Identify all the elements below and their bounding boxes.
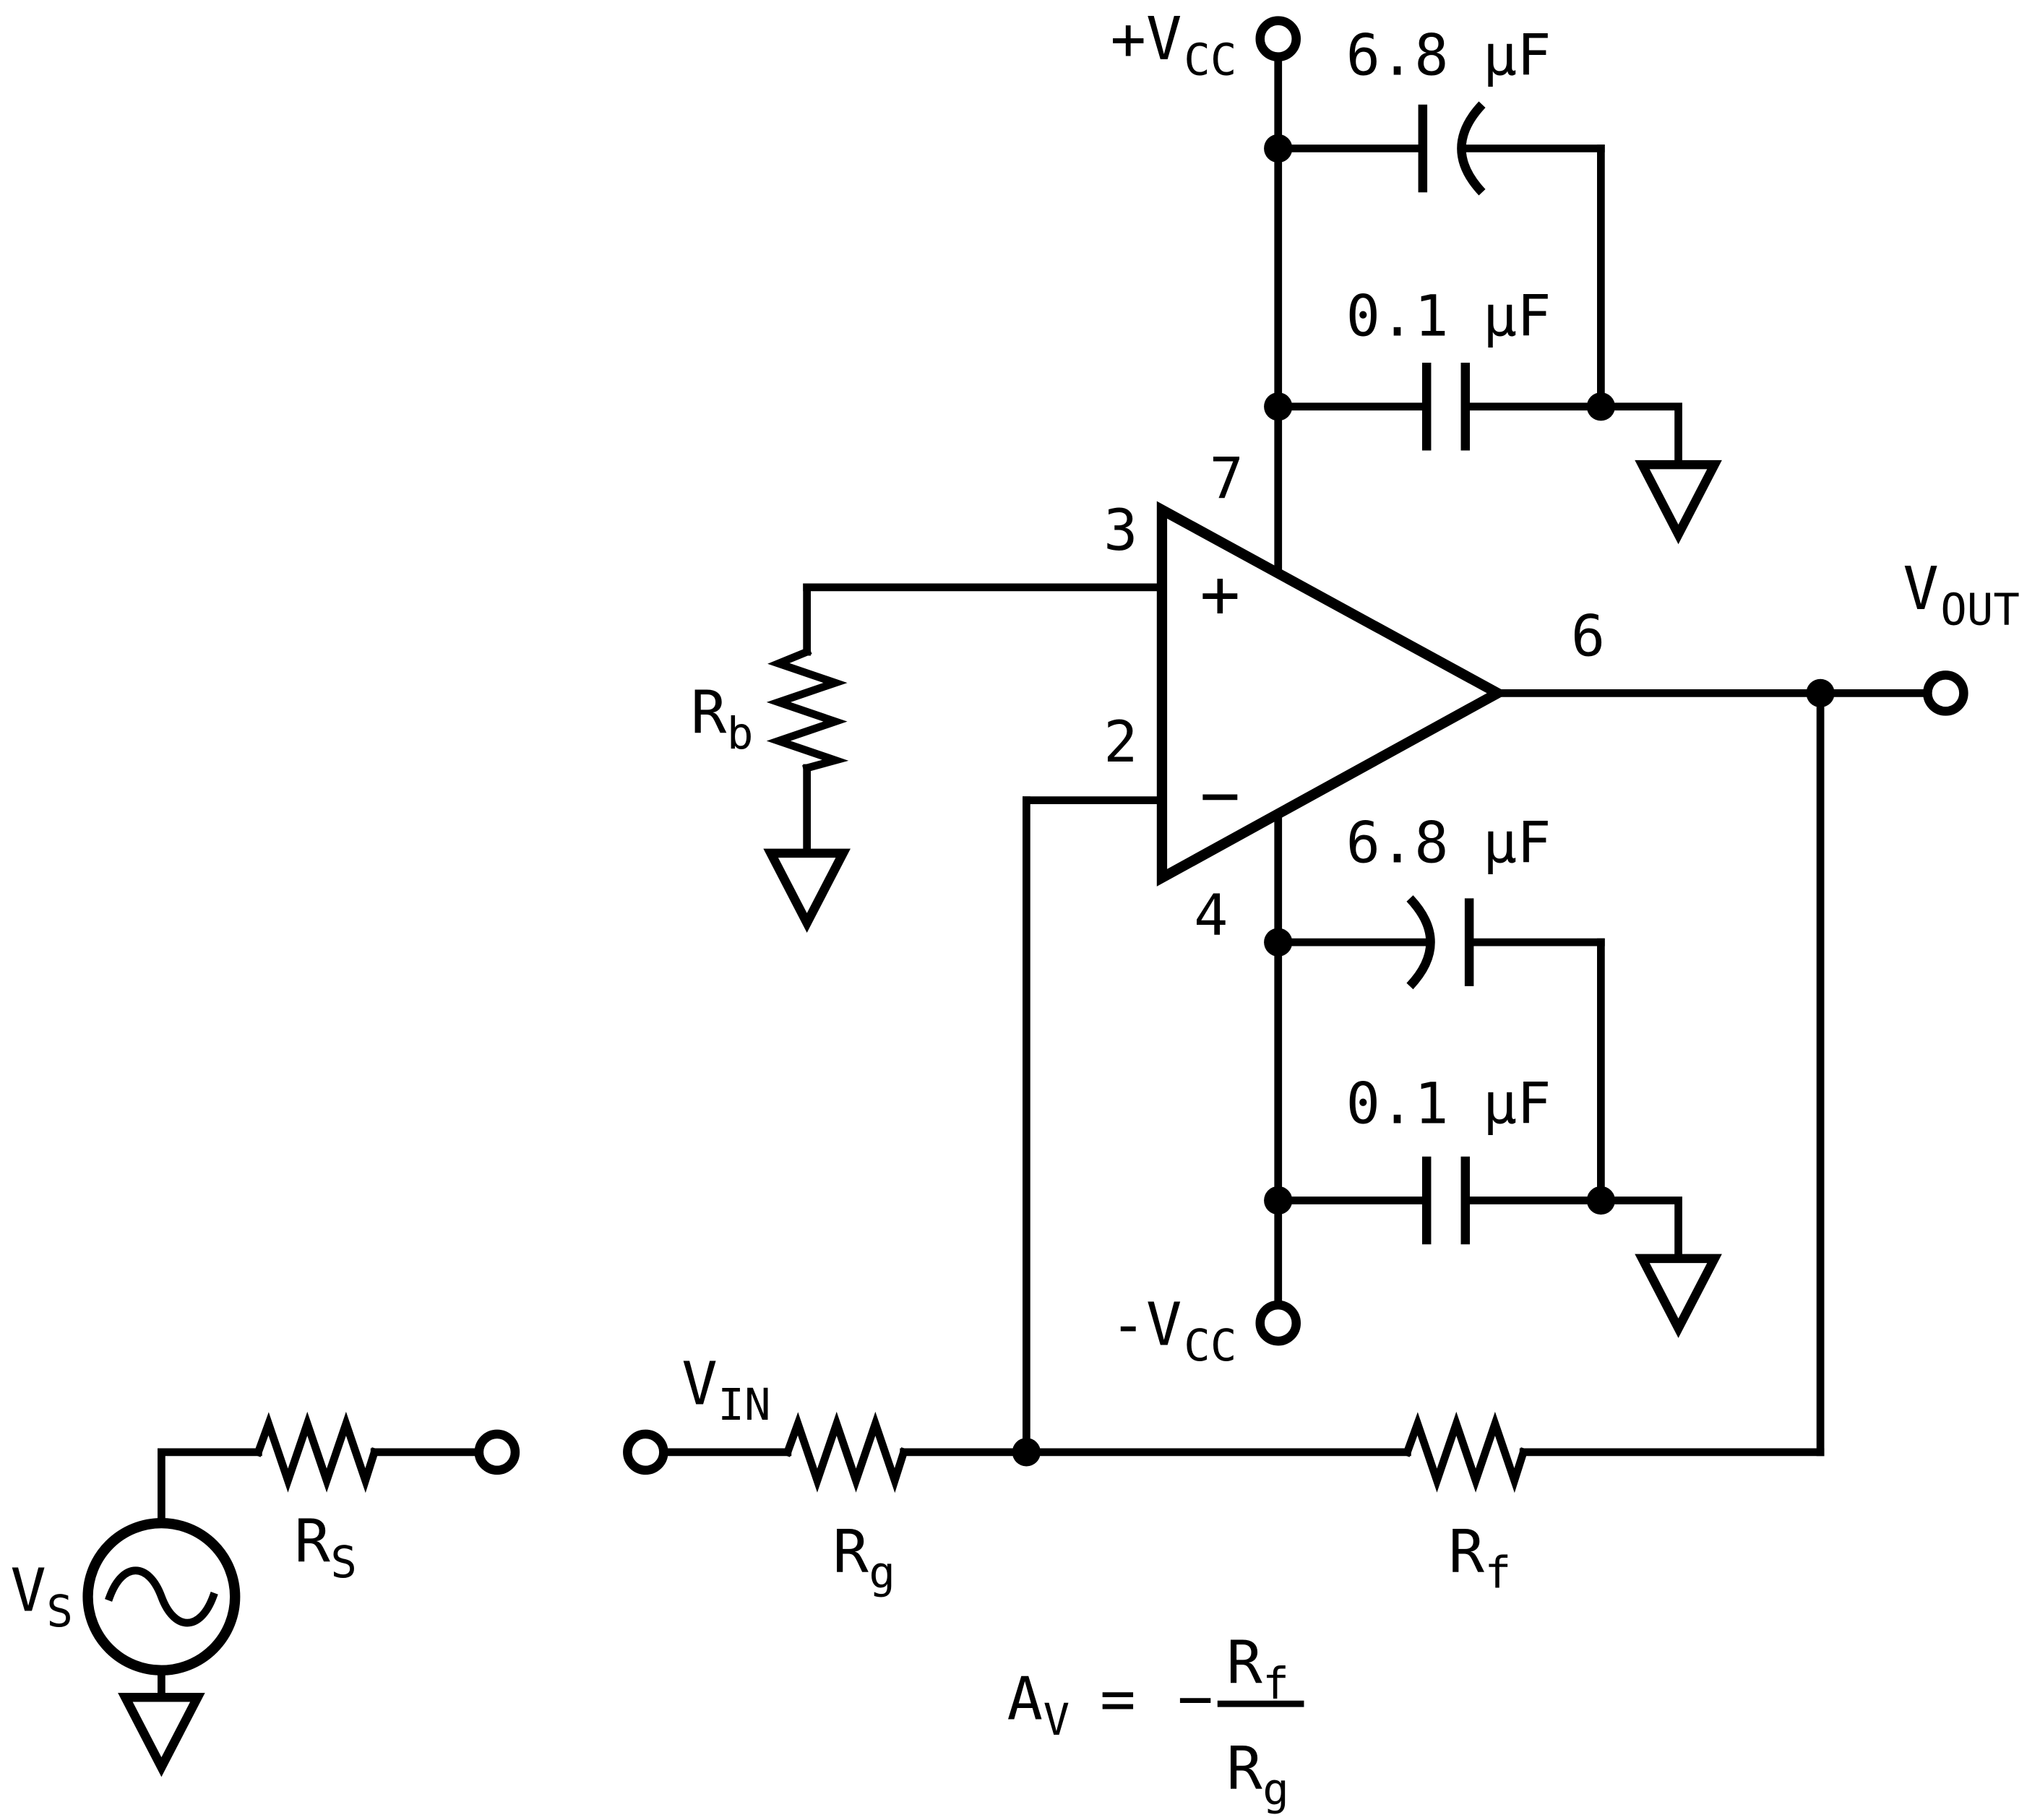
capacitor-plate-curved (1406, 895, 1435, 990)
rg-label-sub: g (869, 1548, 895, 1598)
negative-sign: − (1177, 1665, 1213, 1734)
rb-branch: R b (691, 583, 851, 933)
bypass-cap-pos-hf: 0.1 μF (1274, 283, 1605, 451)
pin-2-label: 2 (1103, 709, 1137, 775)
source-branch: V S R S (10, 1411, 520, 1777)
resistor-rb-zigzag (766, 647, 849, 773)
gain-symbol-sub: V (1043, 1695, 1070, 1746)
bypass-cap-pos-bulk: 6.8 μF (1274, 22, 1605, 196)
sine-wave-icon (105, 1566, 218, 1627)
vcc-pos-label-sub: CC (1184, 35, 1236, 86)
opamp-plus-sign: + (1200, 555, 1240, 633)
rb-label-sub: b (727, 709, 754, 759)
vcc-pos-label: +V (1110, 5, 1182, 74)
denominator-rg: R (1226, 1735, 1262, 1803)
node-dot (1264, 928, 1293, 957)
rg-label: R (832, 1518, 869, 1587)
node-dot (1264, 392, 1293, 421)
terminal-source-output (474, 1429, 520, 1475)
gain-symbol: A (1007, 1665, 1043, 1734)
pin-4-label: 4 (1194, 881, 1228, 948)
bypass-cap-neg-bulk: 6.8 μF (1274, 809, 1605, 990)
numerator-rf: R (1226, 1629, 1262, 1698)
positive-supply-rail: +V CC 6.8 μF 0.1 μF (1110, 5, 1722, 577)
opamp: + − 7 3 2 4 6 (803, 446, 1605, 1457)
ground-symbol (1635, 1254, 1722, 1338)
cap-value-label: 0.1 μF (1346, 1070, 1552, 1137)
ground-symbol (118, 1693, 205, 1777)
rf-label: R (1449, 1518, 1485, 1587)
pin-7-label: 7 (1210, 446, 1244, 512)
terminal-vout (1923, 670, 1968, 716)
vcc-neg-label: -V (1110, 1291, 1182, 1360)
opamp-triangle (1156, 501, 1509, 887)
wire-to-ground (1597, 402, 1682, 469)
node-dot (1012, 1438, 1041, 1467)
denominator-rg-sub: g (1262, 1765, 1289, 1816)
pin-6-label: 6 (1571, 603, 1605, 670)
vs-label-sub: S (46, 1587, 73, 1637)
wire-to-ground (1597, 1196, 1682, 1263)
rs-label-sub: S (330, 1537, 357, 1588)
opamp-minus-sign: − (1200, 756, 1240, 834)
cap-value-label: 6.8 μF (1346, 809, 1552, 876)
output-network: V OUT R f (1402, 555, 2020, 1598)
cap-value-label: 6.8 μF (1346, 22, 1552, 89)
rf-label-sub: f (1485, 1548, 1512, 1598)
input-network: V IN R g (623, 1350, 1411, 1598)
node-dot (1586, 1186, 1616, 1215)
node-dot (1806, 678, 1835, 708)
gain-formula: A V = − R f R g (1007, 1629, 1304, 1816)
negative-supply-rail: -V CC 6.8 μF 0.1 μF (1110, 809, 1722, 1371)
vout-label-sub: OUT (1940, 585, 2020, 636)
cap-value-label: 0.1 μF (1346, 283, 1552, 349)
terminal-vin (623, 1429, 668, 1475)
node-dot (1264, 1186, 1293, 1215)
rs-label: R (294, 1508, 330, 1577)
vcc-neg-label-sub: CC (1184, 1321, 1236, 1371)
vs-label: V (10, 1557, 46, 1626)
pin-3-label: 3 (1103, 497, 1137, 564)
vin-label: V (681, 1350, 717, 1419)
resistor-rf-zigzag (1402, 1411, 1528, 1493)
rb-label: R (691, 679, 727, 748)
terminal-vcc-pos (1255, 16, 1301, 61)
node-dot (1264, 134, 1293, 163)
bypass-cap-neg-hf: 0.1 μF (1274, 1070, 1605, 1245)
resistor-rs-zigzag (253, 1411, 379, 1493)
ground-symbol (763, 848, 851, 933)
terminal-vcc-neg (1255, 1300, 1301, 1346)
vout-label: V (1903, 555, 1938, 624)
ground-symbol (1635, 460, 1722, 545)
equals-sign: = (1100, 1665, 1135, 1734)
wire (158, 1448, 262, 1527)
node-dot (1586, 392, 1616, 421)
resistor-rg-zigzag (782, 1411, 909, 1493)
vin-label-sub: IN (718, 1380, 770, 1431)
